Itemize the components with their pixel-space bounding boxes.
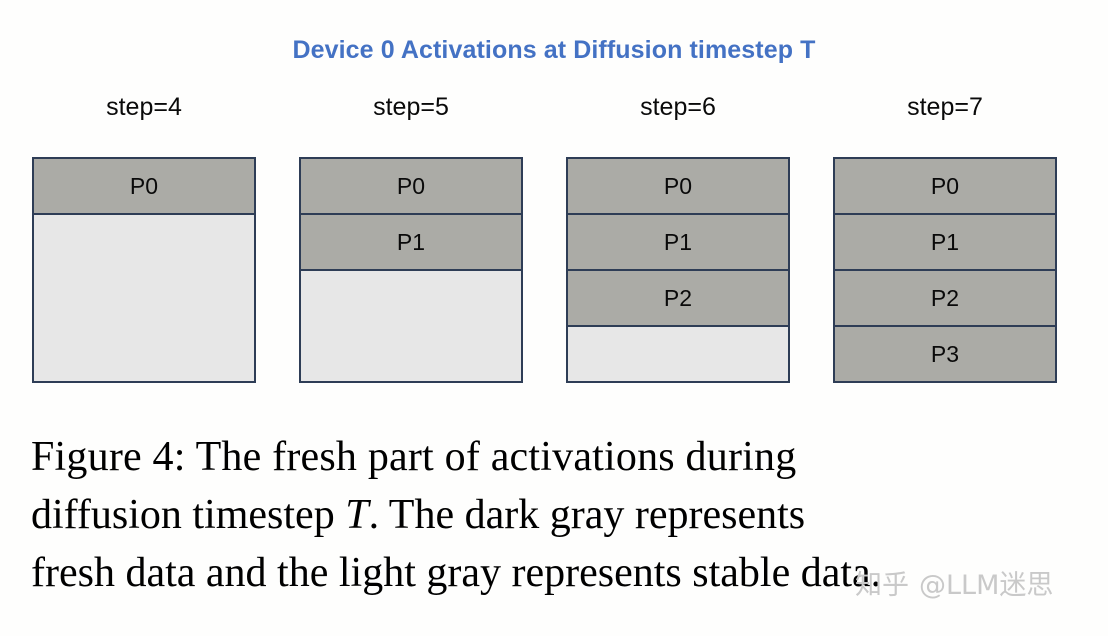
- step-label-1: step=5: [373, 93, 449, 121]
- activation-slot-p3: P3: [835, 327, 1055, 381]
- caption-line-2: diffusion timestep T. The dark gray repr…: [31, 486, 1077, 544]
- activation-slot-stable-2: [34, 271, 254, 327]
- activation-slot-p2: P2: [568, 271, 788, 327]
- activation-slot-stable-2: [301, 271, 521, 327]
- caption-line-1: Figure 4: The fresh part of activations …: [31, 434, 797, 480]
- activation-slot-stable-3: [34, 327, 254, 381]
- activation-slot-stable-3: [568, 327, 788, 381]
- activation-stacks: P0 P0 P1 P0 P1 P2 P0 P1 P2 P3: [32, 157, 1068, 383]
- step-label-0: step=4: [106, 93, 182, 121]
- step-label-3: step=7: [907, 93, 983, 121]
- activation-slot-stable-3: [301, 327, 521, 381]
- activation-slot-p0: P0: [34, 159, 254, 215]
- activation-slot-p1: P1: [301, 215, 521, 271]
- activation-slot-p1: P1: [568, 215, 788, 271]
- activation-slot-p0: P0: [835, 159, 1055, 215]
- activation-slot-stable-1: [34, 215, 254, 271]
- caption-line-3: fresh data and the light gray represents…: [31, 550, 882, 596]
- step-labels-row: step=4 step=5 step=6 step=7: [32, 90, 1068, 124]
- activation-stack-step-4: P0: [32, 157, 256, 383]
- figure-title: Device 0 Activations at Diffusion timest…: [292, 36, 816, 64]
- activation-stack-step-6: P0 P1 P2: [566, 157, 790, 383]
- activation-slot-p1: P1: [835, 215, 1055, 271]
- activation-slot-p0: P0: [301, 159, 521, 215]
- caption-math-variable: T: [345, 492, 369, 538]
- caption-line-2-after: . The dark gray represents: [368, 492, 806, 538]
- activation-stack-step-5: P0 P1: [299, 157, 523, 383]
- step-label-2: step=6: [640, 93, 716, 121]
- caption-line-2-before: diffusion timestep: [31, 492, 346, 538]
- activation-slot-p2: P2: [835, 271, 1055, 327]
- activation-slot-p0: P0: [568, 159, 788, 215]
- figure-caption: Figure 4: The fresh part of activations …: [31, 428, 1077, 602]
- activation-stack-step-7: P0 P1 P2 P3: [833, 157, 1057, 383]
